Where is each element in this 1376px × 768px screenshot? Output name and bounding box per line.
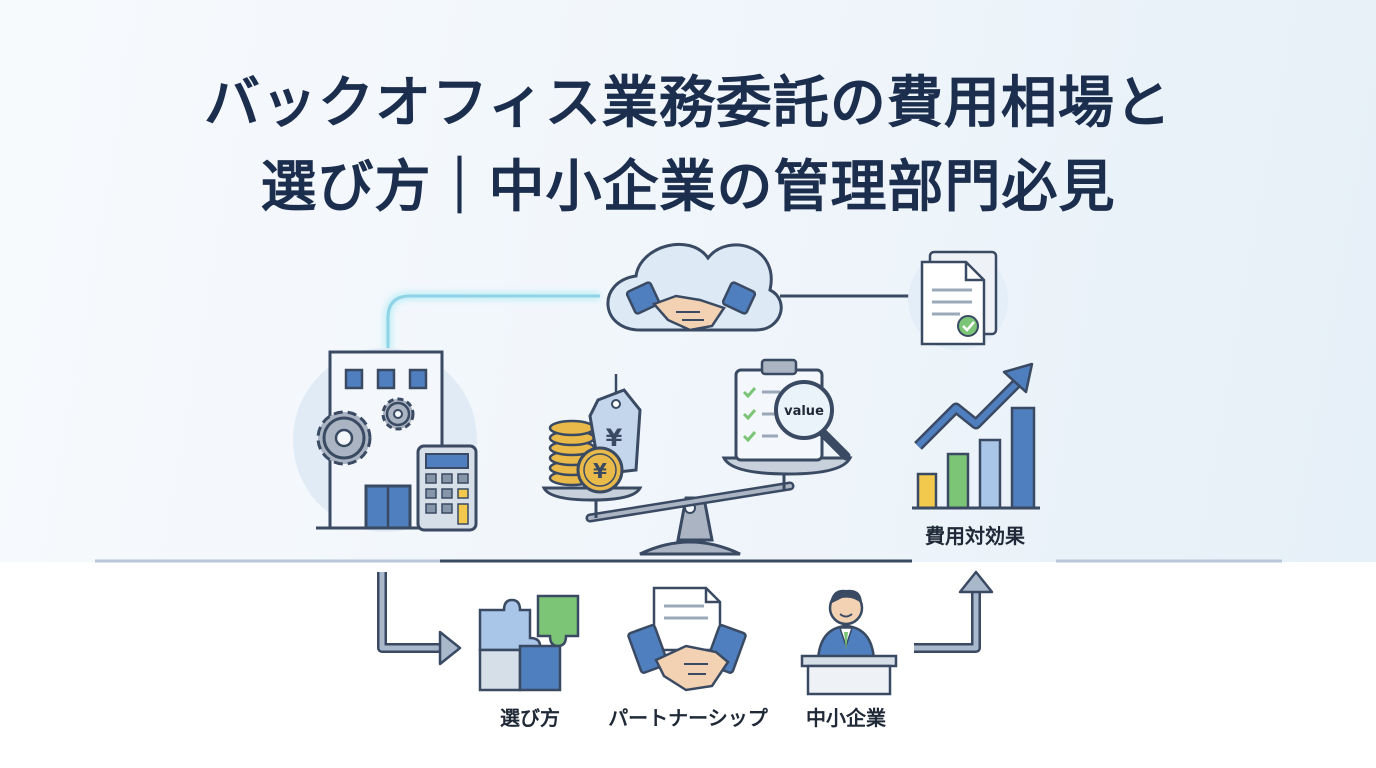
partnership-handshake-icon [627,586,747,692]
calculator-icon [416,444,478,532]
growth-bar-chart-icon [912,362,1040,510]
business-person-icon [800,589,898,696]
label-sme: 中小企業 [806,706,887,730]
connector-line-glow [383,291,600,350]
magnifier-value-text: value [784,404,824,419]
cloud-handshake-icon [606,242,783,332]
label-how-to-choose: 選び方 [500,706,560,730]
page-title-line-1: バックオフィス業務委託の費用相場と [204,71,1172,136]
price-tag-yen-symbol: ¥ [606,424,623,452]
puzzle-pieces-icon [478,594,580,692]
flow-arrow-left [377,572,462,666]
label-partnership: パートナーシップ [608,706,769,730]
gear-icon [316,397,415,466]
label-cost-effectiveness: 費用対効果 [925,524,1025,548]
approved-document-icon [908,250,1008,350]
magnifying-glass-icon: value [774,380,851,461]
coin-yen-symbol: ¥ [593,459,607,483]
yen-coin-icon: ¥ [576,446,624,494]
balance-scale-icon [541,456,853,556]
page-title-line-2: 選び方｜中小企業の管理部門必見 [260,155,1116,220]
flow-arrow-right [914,570,994,653]
